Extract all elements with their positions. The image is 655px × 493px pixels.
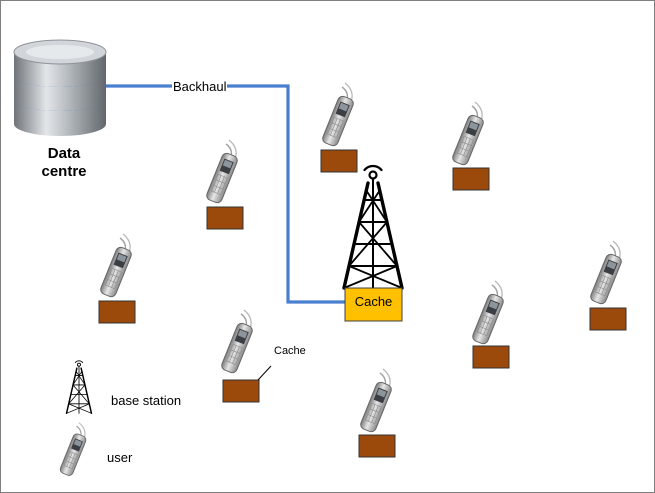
legend-base-station-label: base station [111, 393, 182, 408]
user-phone-icon [358, 368, 394, 434]
user-cache-label: Cache [274, 345, 306, 357]
user-cache [358, 434, 396, 458]
user-phone-icon [98, 233, 134, 299]
user-cache [589, 307, 627, 331]
user-phone-icon [219, 309, 255, 375]
backhaul-label: Backhaul [172, 79, 228, 94]
user-phone-icon [204, 139, 240, 205]
cache-callout-line [257, 365, 272, 381]
user-cache [472, 345, 510, 369]
user-cache [222, 379, 260, 403]
base-station-cache [344, 287, 403, 322]
database-icon [13, 39, 107, 136]
user-phone-icon [320, 82, 356, 148]
user-cache [98, 300, 136, 324]
user-phone-icon [470, 280, 506, 346]
base-station-tower-icon [342, 164, 404, 290]
legend-user-icon [58, 422, 88, 478]
legend-base-station-icon [65, 360, 93, 415]
data-centre-label: Data centre [41, 145, 87, 180]
legend-user-label: user [107, 450, 133, 465]
user-cache [452, 167, 490, 191]
base-station-cache-label: Cache [354, 294, 393, 309]
user-phone-icon [450, 101, 486, 167]
user-cache [320, 149, 358, 173]
user-cache [206, 206, 244, 230]
user-phone-icon [588, 240, 624, 306]
